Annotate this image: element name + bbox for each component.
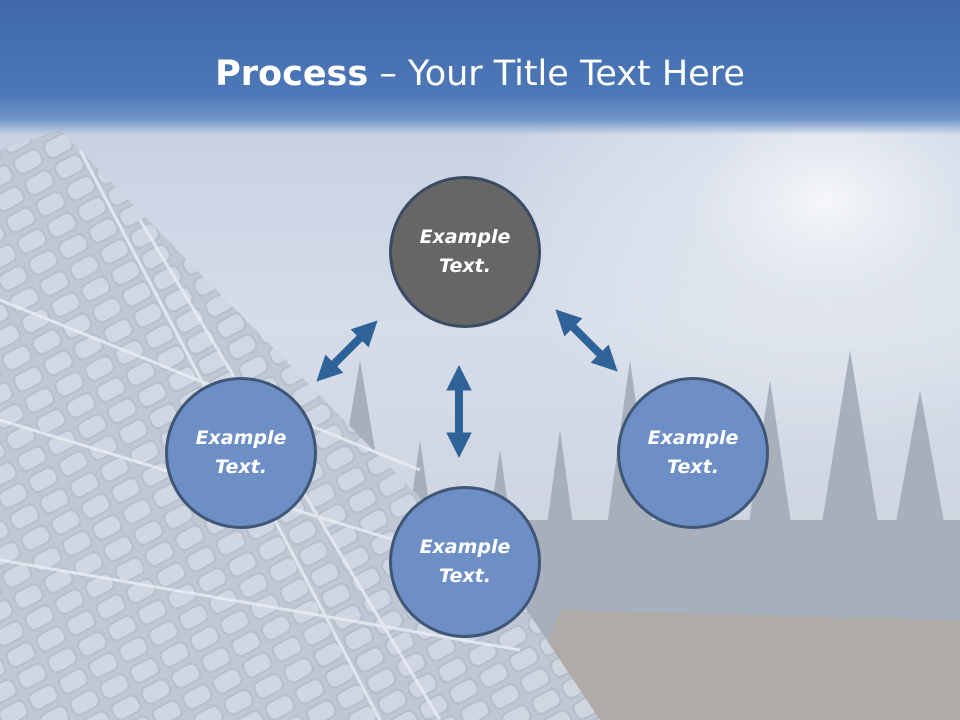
left-step-circle: Example Text. [165,377,317,529]
title-band [0,0,960,135]
double-arrow-upper-right-icon [555,309,618,372]
bottom-step-line1: Example [419,536,511,558]
center-step-line2: Text. [439,255,491,277]
bottom-step-text: Example Text. [405,533,525,591]
center-step-text: Example Text. [405,223,525,281]
center-step-circle: Example Text. [389,176,541,328]
left-step-line2: Text. [215,456,267,478]
right-step-text: Example Text. [633,424,753,482]
right-step-line2: Text. [667,456,719,478]
bottom-step-circle: Example Text. [389,486,541,638]
left-step-text: Example Text. [181,424,301,482]
right-step-line1: Example [647,427,739,449]
bottom-step-line2: Text. [439,565,491,587]
title-rest: – Your Title Text Here [368,54,745,94]
slide-title: Process – Your Title Text Here [0,52,960,96]
double-arrow-upper-left-icon [316,320,378,382]
title-bold: Process [215,54,369,94]
right-step-circle: Example Text. [617,377,769,529]
center-step-line1: Example [419,226,511,248]
left-step-line1: Example [195,427,287,449]
